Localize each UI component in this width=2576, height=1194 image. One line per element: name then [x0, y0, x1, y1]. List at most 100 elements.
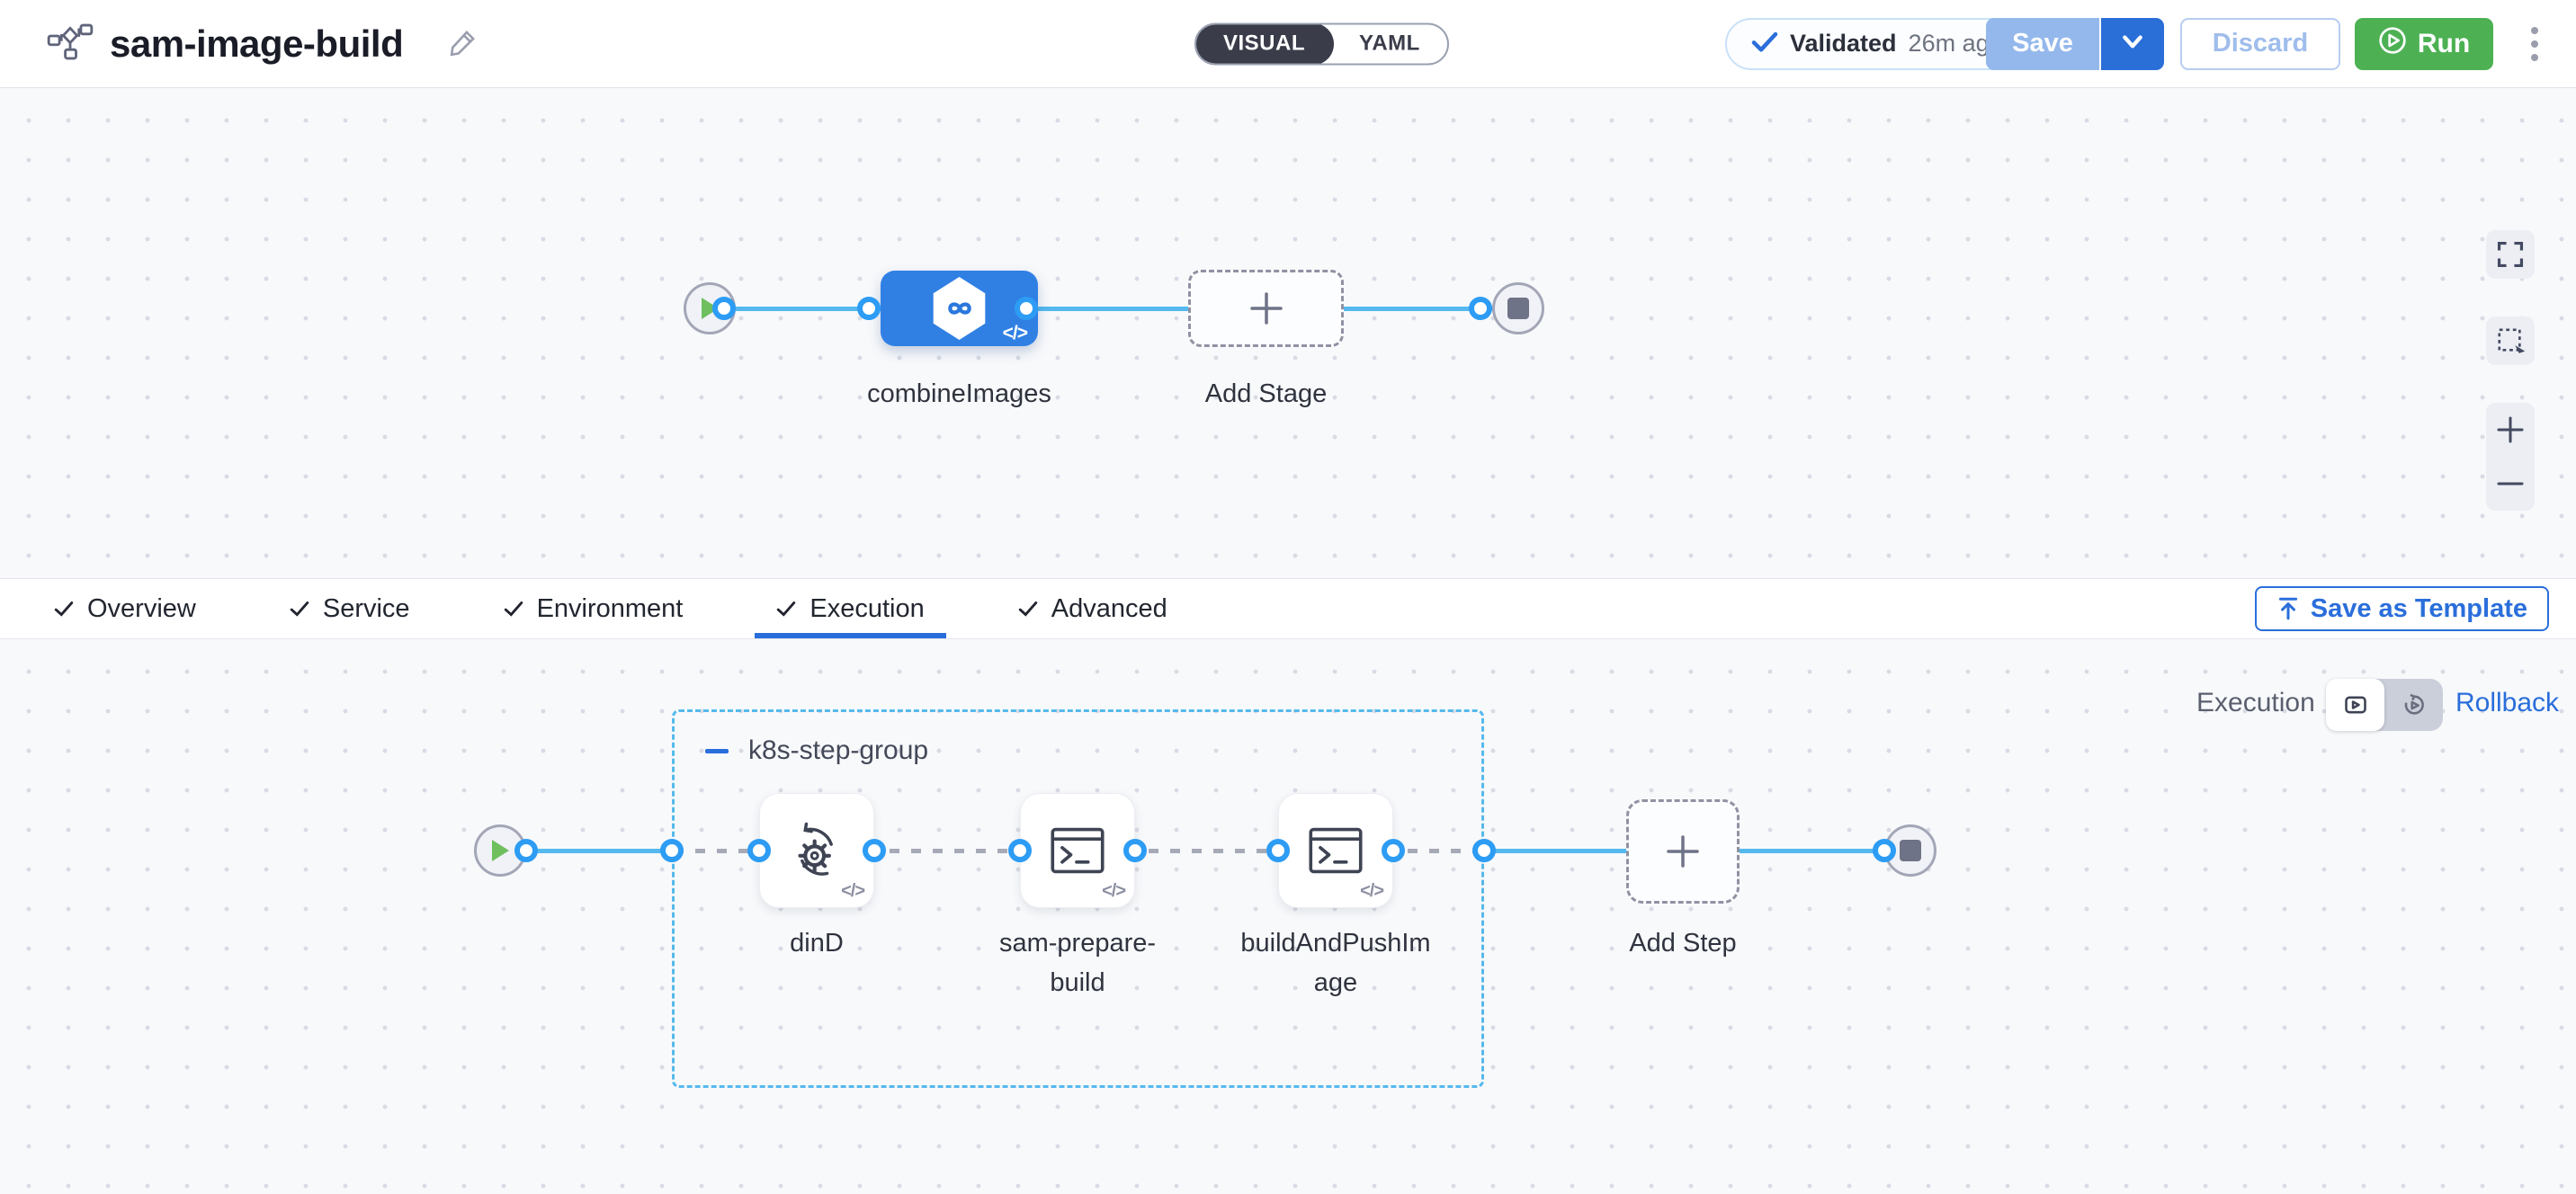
zoom-controls — [2486, 403, 2535, 511]
connector-point — [1266, 839, 1290, 862]
stop-icon — [1900, 840, 1921, 861]
rollback-icon — [2404, 693, 2424, 715]
discard-button[interactable]: Discard — [2180, 17, 2340, 70]
tab-advanced[interactable]: Advanced — [1018, 579, 1167, 638]
add-stage-label: Add Stage — [1204, 379, 1328, 408]
rollback-mode-button[interactable] — [2384, 679, 2443, 731]
chevron-down-icon — [2121, 34, 2144, 53]
play-icon — [702, 298, 719, 319]
pencil-icon — [448, 27, 479, 60]
code-badge-icon: </> — [1102, 881, 1126, 901]
tab-execution[interactable]: Execution — [755, 579, 946, 638]
connector-point — [1873, 839, 1896, 862]
connector-point — [1469, 297, 1492, 320]
run-button[interactable]: Run — [2355, 17, 2493, 70]
check-icon — [777, 601, 796, 617]
fullscreen-button[interactable] — [2486, 230, 2535, 279]
step-label-buildandpushimage: buildAndPushImage — [1240, 929, 1431, 997]
connector-point — [514, 839, 538, 862]
rollback-link[interactable]: Rollback — [2455, 688, 2560, 717]
connector-point — [857, 297, 881, 320]
execution-rollback-toggle — [2326, 679, 2443, 731]
tab-overview[interactable]: Overview — [54, 579, 196, 638]
visual-toggle-button[interactable]: VISUAL — [1195, 24, 1335, 63]
run-step-icon — [1051, 827, 1105, 874]
stage-tab-bar: Overview Service Environment Execution A… — [0, 578, 2576, 639]
connector-point — [863, 839, 886, 862]
execution-mode-button[interactable] — [2326, 679, 2384, 731]
marquee-select-button[interactable] — [2486, 316, 2535, 365]
check-icon — [54, 601, 74, 617]
check-icon — [290, 601, 309, 617]
fullscreen-icon — [2497, 241, 2524, 268]
execution-steps-icon — [2344, 696, 2366, 714]
upload-icon — [2278, 597, 2297, 620]
validated-check-icon — [1751, 31, 1778, 57]
page-title: sam-image-build — [110, 22, 404, 65]
execution-end-node — [1884, 824, 1936, 877]
zoom-in-button[interactable] — [2486, 403, 2535, 457]
collapse-group-button[interactable] — [705, 741, 732, 761]
stage-connector-line — [720, 307, 1498, 311]
yaml-toggle-button[interactable]: YAML — [1332, 24, 1447, 63]
add-step-button[interactable] — [1626, 799, 1740, 904]
stage-canvas: </> combineImages Add Stage — [0, 88, 2576, 578]
connector-point — [712, 297, 736, 320]
stop-icon — [1507, 298, 1529, 319]
execution-canvas: Execution Rollback k8s-step-group — [0, 639, 2576, 1194]
execution-mode-label: Execution — [2196, 688, 2315, 717]
add-step-label: Add Step — [1629, 929, 1737, 958]
plus-icon — [2497, 416, 2524, 443]
more-options-button[interactable] — [2517, 18, 2553, 70]
minus-icon — [2497, 482, 2524, 486]
stage-label: combineImages — [867, 379, 1051, 408]
header: sam-image-build VISUAL YAML Validated 26… — [0, 0, 2576, 88]
tab-service[interactable]: Service — [290, 579, 410, 638]
step-node-sam-prepare-build[interactable]: </> — [1020, 793, 1135, 908]
save-split-button: Save — [1986, 17, 2164, 70]
run-step-icon — [1309, 827, 1363, 874]
connector-point — [747, 839, 771, 862]
plus-icon — [1667, 835, 1699, 868]
connector-point — [660, 839, 684, 862]
plus-icon — [1249, 292, 1283, 325]
connector-point — [1382, 839, 1405, 862]
pipeline-icon — [47, 22, 94, 65]
pipeline-end-node — [1492, 282, 1544, 334]
validation-status: Validated — [1790, 30, 1897, 57]
save-options-button[interactable] — [2101, 17, 2164, 70]
kebab-icon — [2531, 26, 2538, 34]
marquee-select-icon — [2498, 328, 2525, 353]
save-button[interactable]: Save — [1986, 17, 2101, 70]
zoom-out-button[interactable] — [2486, 457, 2535, 511]
step-label-sam-prepare-build: sam-prepare-build — [998, 929, 1157, 997]
step-group-header: k8s-step-group — [705, 735, 928, 766]
stage-type-hexagon-icon — [933, 277, 986, 340]
tab-environment[interactable]: Environment — [504, 579, 683, 638]
view-mode-toggle: VISUAL YAML — [1194, 22, 1449, 65]
connector-point — [1472, 839, 1496, 862]
active-tab-underline — [755, 633, 946, 638]
edit-title-button[interactable] — [443, 23, 484, 65]
check-icon — [1018, 601, 1037, 617]
connector-point — [1015, 297, 1038, 320]
step-connector-line — [525, 849, 674, 853]
run-play-icon — [2378, 26, 2407, 62]
validation-badge[interactable]: Validated 26m ago — [1725, 17, 2029, 70]
code-badge-icon: </> — [841, 881, 865, 901]
step-node-buildandpushimage[interactable]: </> — [1278, 793, 1393, 908]
stage-node-combineimages[interactable]: </> — [881, 271, 1038, 346]
code-badge-icon: </> — [1360, 881, 1384, 901]
minus-icon — [705, 748, 729, 753]
save-as-template-button[interactable]: Save as Template — [2254, 586, 2549, 631]
run-label: Run — [2417, 28, 2471, 58]
add-stage-button[interactable] — [1188, 270, 1344, 347]
connector-point — [1123, 839, 1147, 862]
docker-dind-icon — [798, 822, 833, 876]
step-label-dind: dinD — [790, 929, 844, 958]
step-group-container: k8s-step-group — [672, 709, 1484, 1088]
step-node-dind[interactable]: </> — [759, 793, 874, 908]
code-badge-icon: </> — [1002, 323, 1028, 343]
link-infinity-icon — [947, 302, 971, 315]
